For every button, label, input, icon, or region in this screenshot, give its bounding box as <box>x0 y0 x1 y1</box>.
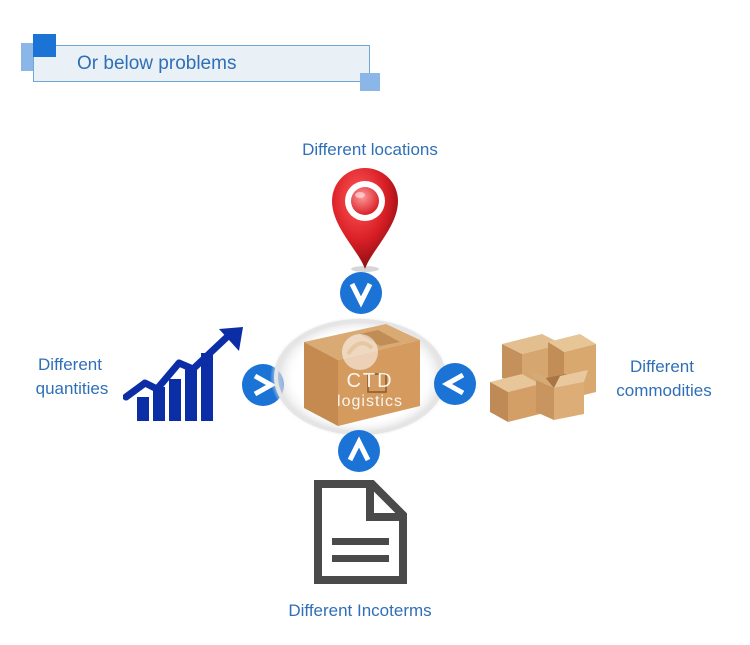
cardboard-boxes-icon <box>490 334 596 422</box>
label-right-line2: commodities <box>616 381 712 400</box>
header-accent-square-dark <box>33 34 56 57</box>
logo-line1: CTD <box>346 370 394 392</box>
map-pin-icon <box>332 168 398 272</box>
label-left-line1: Different <box>38 355 102 374</box>
header-banner <box>33 45 370 82</box>
connector-right-arrow-icon <box>434 363 476 405</box>
connector-bottom-arrow-icon <box>338 430 380 472</box>
label-bottom: Different Incoterms <box>288 601 432 620</box>
label-top: Different locations <box>302 140 438 159</box>
label-right-line1: Different <box>630 357 694 376</box>
page-title: Or below problems <box>77 53 237 74</box>
header-accent-square-corner <box>360 73 380 91</box>
logo-line2: logistics <box>337 393 403 410</box>
label-left-line2: quantities <box>35 379 109 398</box>
document-icon <box>314 480 407 584</box>
center-box-illustration <box>270 316 450 438</box>
growth-chart-icon <box>123 327 243 421</box>
connector-top-arrow-icon <box>340 272 382 314</box>
